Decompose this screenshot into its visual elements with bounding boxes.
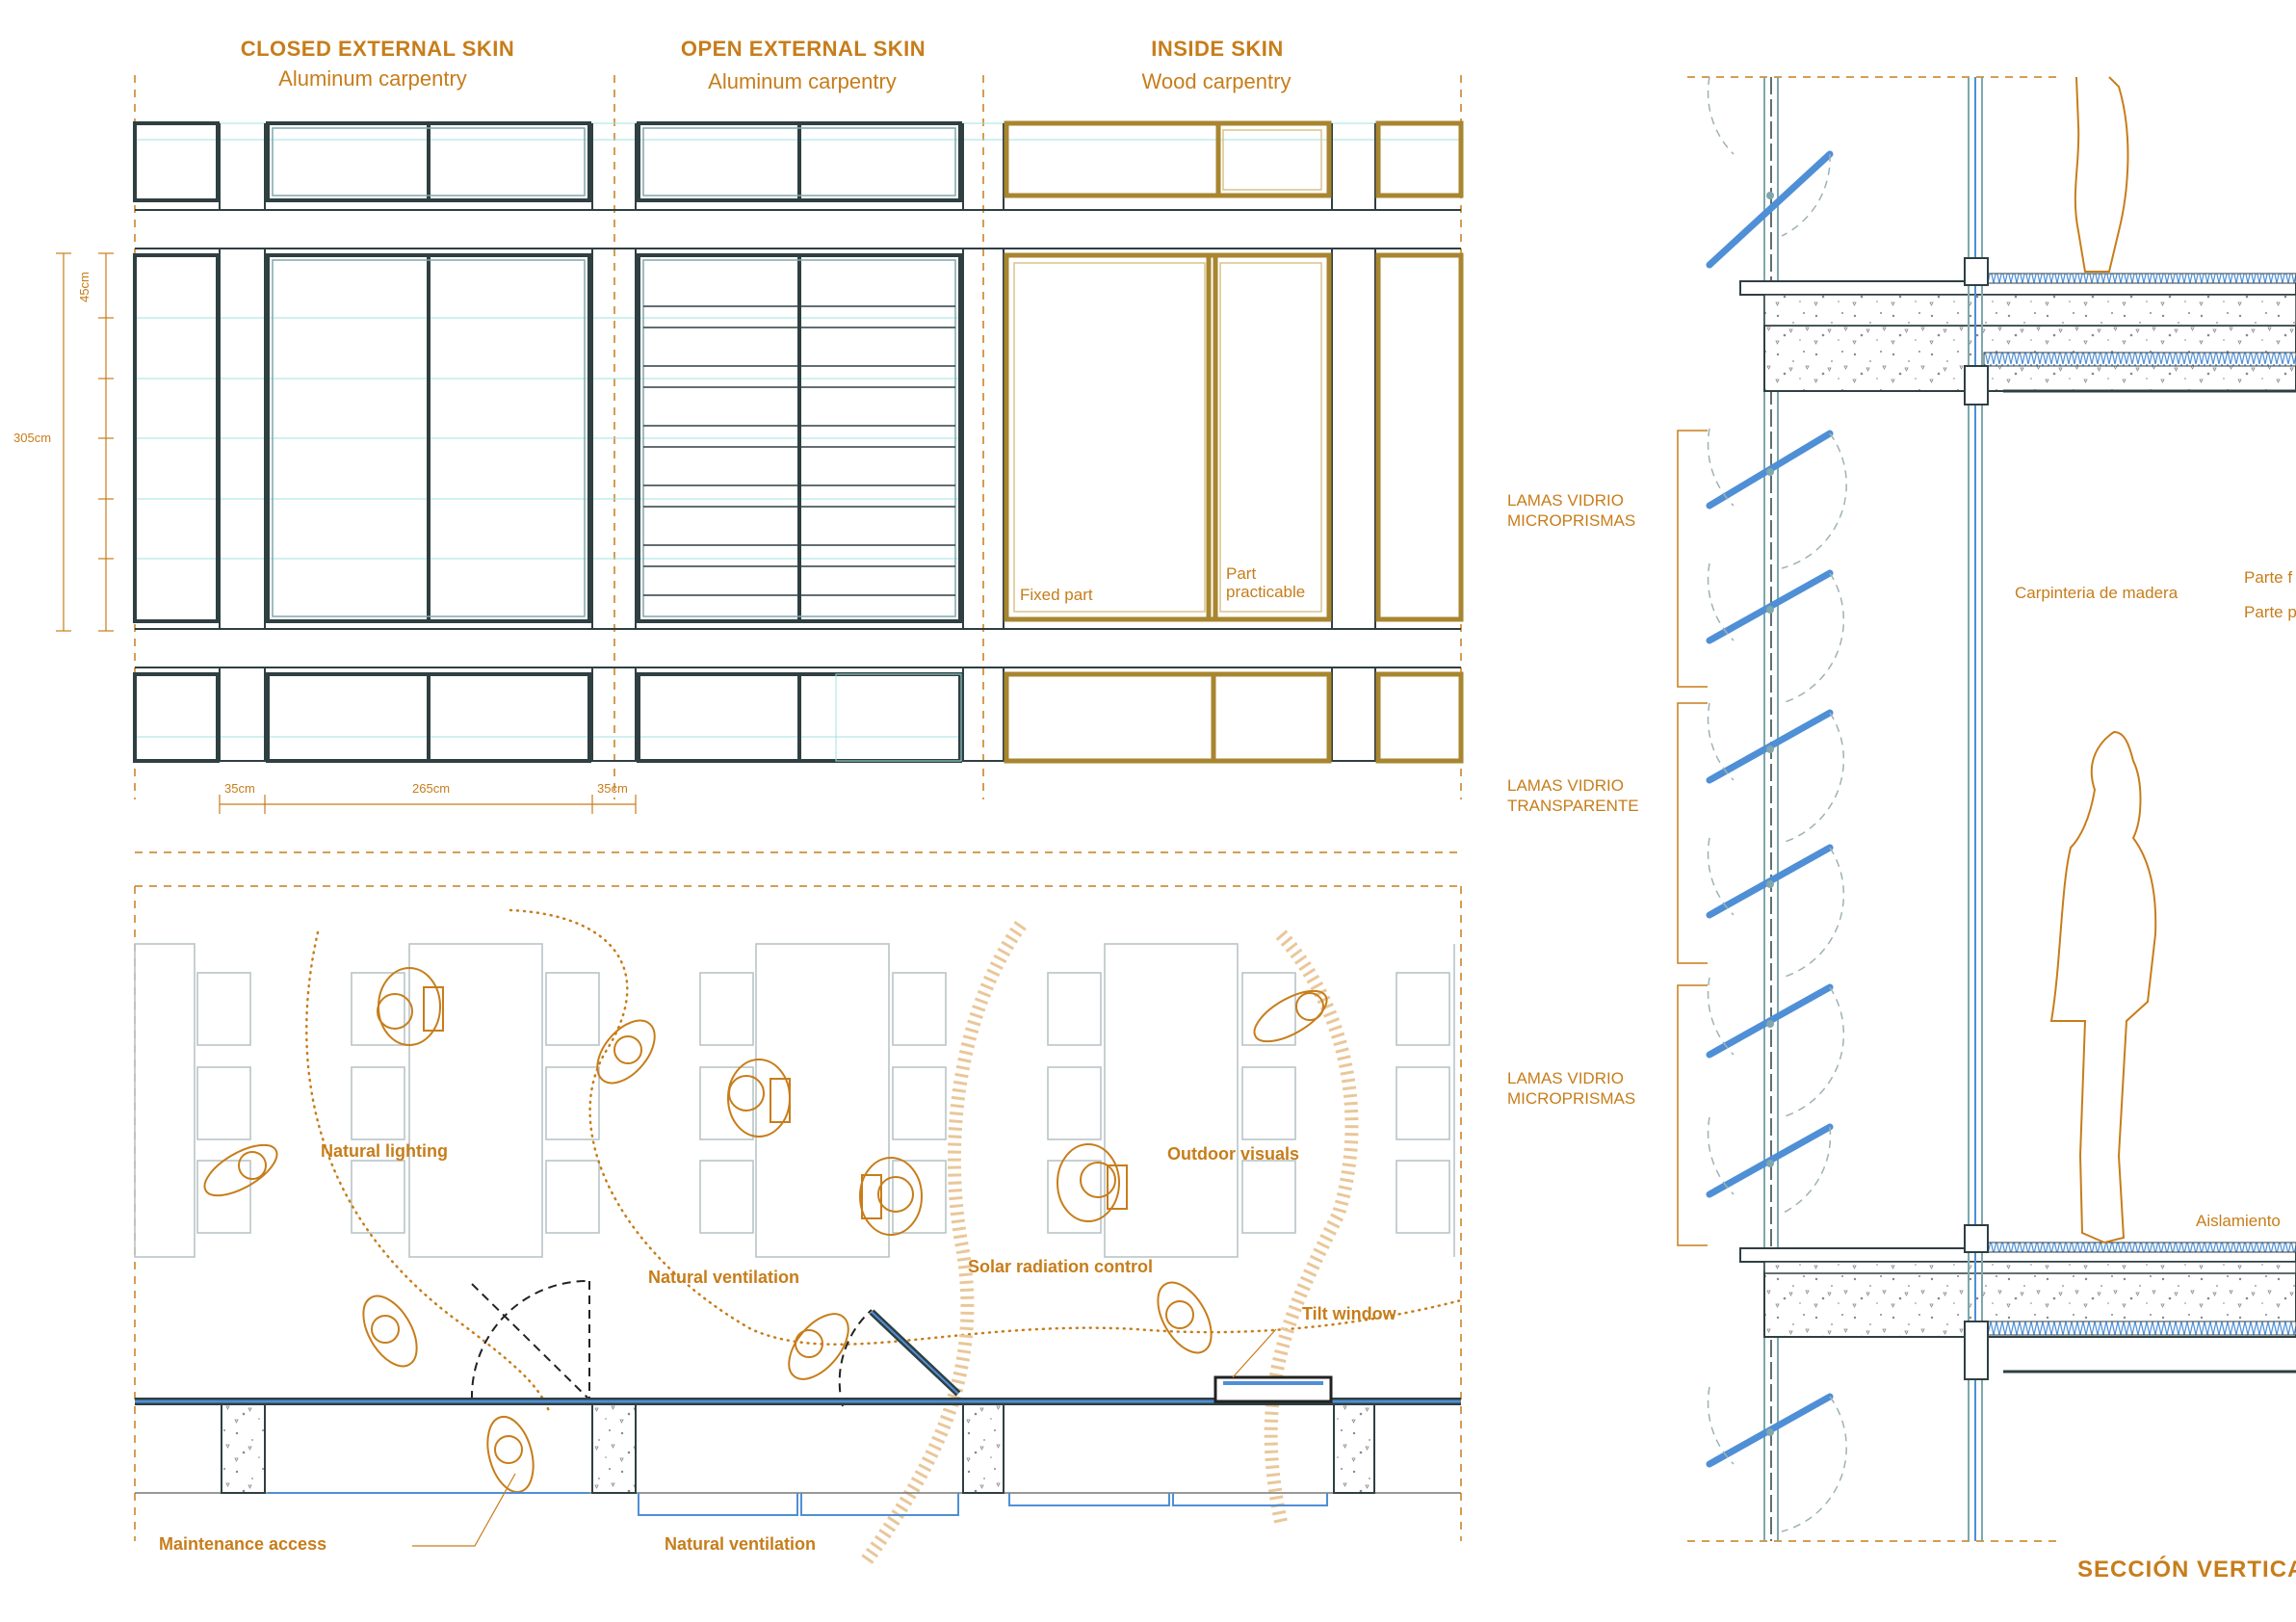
elevation-drawing: CLOSED EXTERNAL SKIN Aluminum carpentry … xyxy=(13,37,1464,814)
section-human-figures xyxy=(2049,76,2157,1244)
plan-facade xyxy=(135,1375,1461,1494)
maintenance-access-label: Maintenance access xyxy=(159,1534,326,1554)
louvre-label-2-line2: TRANSPARENTE xyxy=(1507,797,1639,815)
aluminum-frames xyxy=(133,121,962,763)
leader-lines xyxy=(412,1328,1277,1547)
occupant-9 xyxy=(788,1313,849,1380)
aislamiento-label: Aislamiento xyxy=(2196,1212,2281,1230)
occupant-3 xyxy=(203,1143,278,1197)
occupant-figures xyxy=(203,967,1328,1494)
louvre-label-1-line1: LAMAS VIDRIO xyxy=(1507,491,1624,510)
header-closed-skin: CLOSED EXTERNAL SKIN xyxy=(241,37,515,61)
open-window-leaf xyxy=(869,1309,961,1397)
section-guides xyxy=(1687,76,2061,1542)
carpinteria-label: Carpinteria de madera xyxy=(2015,584,2179,602)
occupant-10 xyxy=(1157,1281,1213,1354)
door-swings xyxy=(470,1279,963,1407)
dim-35cm-left: 35cm xyxy=(224,781,255,796)
part-practicable-label-1: Part xyxy=(1226,564,1256,583)
subheader-closed-skin: Aluminum carpentry xyxy=(278,66,467,91)
outdoor-visuals-label: Outdoor visuals xyxy=(1167,1144,1299,1164)
occupant-2 xyxy=(596,1019,656,1085)
subheader-open-skin: Aluminum carpentry xyxy=(708,69,897,93)
dim-305cm: 305cm xyxy=(13,431,51,445)
natural-lighting-label: Natural lighting xyxy=(321,1141,448,1161)
section-drawing: LAMAS VIDRIO MICROPRISMAS LAMAS VIDRIO T… xyxy=(1507,76,2296,1583)
natural-ventilation-label-top: Natural ventilation xyxy=(648,1268,799,1287)
fixed-part-label: Fixed part xyxy=(1020,586,1093,604)
header-inside-skin: INSIDE SKIN xyxy=(1151,37,1284,61)
occupant-7 xyxy=(1253,989,1328,1043)
tilt-window-label: Tilt window xyxy=(1302,1304,1397,1323)
airflow-paths xyxy=(305,908,1463,1413)
glass-louvres xyxy=(1706,76,1847,1532)
subheader-inside-skin: Wood carpentry xyxy=(1142,69,1292,93)
section-slabs xyxy=(1739,273,2296,1373)
louvre-label-2-line1: LAMAS VIDRIO xyxy=(1507,776,1624,795)
louvre-label-1-line2: MICROPRISMAS xyxy=(1507,511,1635,530)
aluminum-frames-inner xyxy=(272,127,956,617)
dim-45cm: 45cm xyxy=(77,272,91,302)
occupant-11 xyxy=(486,1415,535,1494)
occupant-6 xyxy=(1057,1143,1128,1222)
plan-concrete-piers xyxy=(221,1403,1375,1494)
occupant-4 xyxy=(727,1059,791,1138)
plan-outline xyxy=(134,851,1462,1541)
furniture xyxy=(134,943,1455,1258)
occupant-1 xyxy=(377,967,444,1046)
plan-drawing: Natural lighting Outdoor visuals Natural… xyxy=(134,851,1463,1565)
dim-35cm-right: 35cm xyxy=(597,781,628,796)
open-skin-ghost-panel xyxy=(835,673,962,762)
part-practicable-label-2: practicable xyxy=(1226,583,1305,601)
parte-fija-label: Parte f xyxy=(2244,568,2292,587)
parte-practicable-label: Parte p xyxy=(2244,603,2296,621)
tilt-window-unit xyxy=(1213,1375,1333,1403)
louvre-brackets xyxy=(1677,430,1708,1246)
wood-frames-inner xyxy=(1013,129,1322,613)
header-open-skin: OPEN EXTERNAL SKIN xyxy=(681,37,926,61)
plan-inner-glazing xyxy=(268,1492,1328,1516)
wood-frames xyxy=(1004,120,1464,764)
occupant-5 xyxy=(859,1157,923,1236)
solar-radiation-bands xyxy=(861,920,1359,1565)
solar-radiation-label: Solar radiation control xyxy=(968,1257,1153,1276)
louvre-label-3-line2: MICROPRISMAS xyxy=(1507,1089,1635,1108)
horizontal-dimension xyxy=(219,795,637,814)
section-title: SECCIÓN VERTICA xyxy=(2077,1556,2296,1583)
vertical-dimension xyxy=(56,252,114,632)
dim-265cm: 265cm xyxy=(412,781,450,796)
open-skin-louvres xyxy=(643,305,955,596)
natural-ventilation-label-bottom: Natural ventilation xyxy=(665,1534,816,1554)
inner-carpentry xyxy=(1964,77,1989,1541)
louvre-label-3-line1: LAMAS VIDRIO xyxy=(1507,1069,1624,1087)
occupant-8 xyxy=(362,1295,418,1368)
